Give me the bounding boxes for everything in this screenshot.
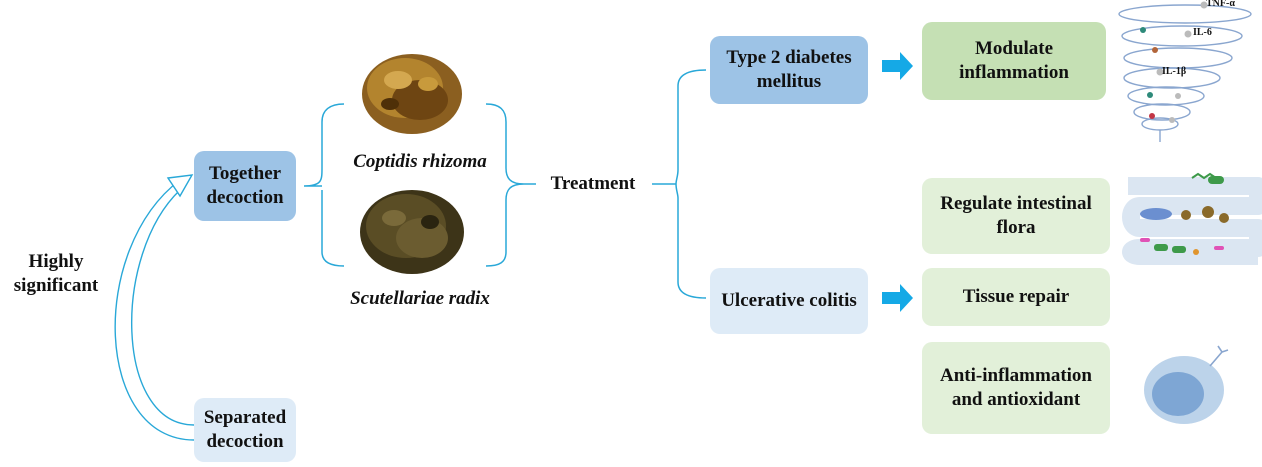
cytokine-il1b-label: IL-1β: [1162, 66, 1187, 77]
curved-arrow-head: [166, 174, 194, 198]
herb-bracket: [303, 103, 345, 267]
separated-decoction-box: Separated decoction: [194, 398, 296, 462]
curved-arrow: [114, 179, 195, 441]
cytokine-dots: [1140, 1, 1208, 123]
disease-bracket: [652, 69, 707, 299]
regulate-intestinal-flora-box: Regulate intestinal flora: [922, 178, 1110, 254]
arrow-uc: [882, 284, 913, 312]
highly-significant-label: Highly significant: [13, 251, 99, 296]
treatment-bracket: [485, 103, 536, 267]
modulate-inflammation-box: Modulate inflammation: [922, 22, 1106, 100]
together-decoction-box: Together decoction: [194, 151, 296, 221]
cytokine-tnf-label: TNF-α: [1206, 0, 1235, 9]
cytokine-il6-label: IL-6: [1193, 27, 1212, 38]
cytokine-spiral-illustration: [1118, 4, 1252, 142]
coptidis-rhizoma-label: Coptidis rhizoma: [353, 151, 487, 172]
treatment-label: Treatment: [550, 173, 636, 194]
intestine-illustration: [1122, 172, 1262, 265]
ulcerative-colitis-box: Ulcerative colitis: [710, 268, 868, 334]
type-2-diabetes-box: Type 2 diabetes mellitus: [710, 36, 868, 104]
coptidis-herb-image: [362, 54, 462, 134]
scutellariae-herb-image: [360, 190, 464, 274]
cell-illustration: [1144, 345, 1229, 424]
anti-inflammation-antioxidant-box: Anti-inflammation and antioxidant: [922, 342, 1110, 434]
scutellariae-radix-label: Scutellariae radix: [350, 288, 490, 309]
arrow-t2dm: [882, 52, 913, 80]
tissue-repair-box: Tissue repair: [922, 268, 1110, 326]
